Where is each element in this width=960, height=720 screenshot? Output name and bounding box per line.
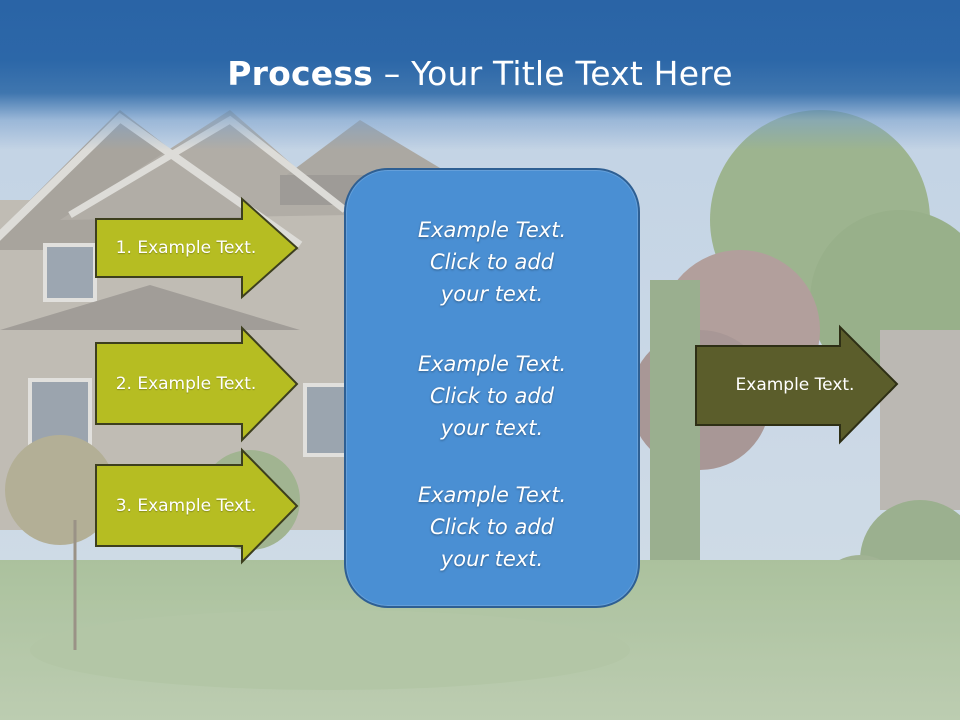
result-arrow[interactable]: Example Text. <box>695 324 900 445</box>
process-step-label-1: 1. Example Text. <box>115 238 257 258</box>
title-rest-part: – Your Title Text Here <box>373 54 733 93</box>
title-band <box>0 0 960 150</box>
center-text-1: Example Text. Click to add your text. <box>417 218 567 306</box>
process-step-label-3: 3. Example Text. <box>115 496 257 516</box>
arrow-shape <box>95 447 299 565</box>
arrow-shape <box>95 196 299 300</box>
arrow-shape <box>95 325 299 443</box>
process-step-arrow-1[interactable]: 1. Example Text. <box>95 196 300 300</box>
center-text-2: Example Text. Click to add your text. <box>417 352 567 440</box>
center-text-3: Example Text. Click to add your text. <box>417 483 567 571</box>
process-step-arrow-3[interactable]: 3. Example Text. <box>95 447 300 565</box>
result-arrow-label: Example Text. <box>735 375 855 395</box>
process-step-arrow-2[interactable]: 2. Example Text. <box>95 325 300 443</box>
arrow-shape <box>695 324 899 445</box>
slide-title[interactable]: Process – Your Title Text Here <box>0 52 960 96</box>
title-bold-part: Process <box>227 54 374 93</box>
center-text-box[interactable]: Example Text. Click to add your text. Ex… <box>344 168 640 608</box>
process-step-label-2: 2. Example Text. <box>115 374 257 394</box>
